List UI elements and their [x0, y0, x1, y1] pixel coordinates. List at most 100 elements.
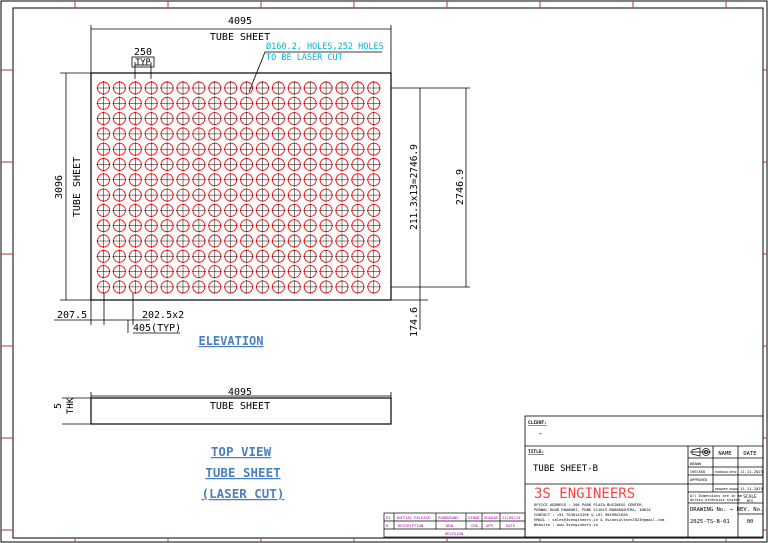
- rev-row-4: SHOAIB: [484, 515, 498, 520]
- tube-hole: [160, 249, 175, 264]
- name-header: NAME: [718, 451, 731, 457]
- tube-hole: [350, 157, 365, 172]
- tube-hole: [350, 203, 365, 218]
- tube-hole: [223, 111, 238, 126]
- tube-hole: [144, 142, 159, 157]
- drawn-label: DRAWN: [690, 462, 701, 466]
- tube-hole: [207, 279, 222, 294]
- tube-hole: [366, 279, 381, 294]
- hole-note-line2: TO BE LASER CUT: [266, 53, 343, 63]
- rev-row-2: PANDURANG: [438, 515, 459, 520]
- tube-hole: [160, 264, 175, 279]
- tube-hole: [207, 203, 222, 218]
- span-dim: 2746.9: [455, 169, 466, 205]
- elevation-part-label-side: TUBE SHEET: [72, 157, 83, 217]
- tube-hole: [223, 234, 238, 248]
- tube-hole: [335, 111, 349, 126]
- tube-hole: [287, 188, 302, 203]
- elevation-part-label-top: TUBE SHEET: [210, 32, 270, 43]
- tube-hole: [366, 218, 381, 233]
- tube-hole: [160, 96, 175, 111]
- rev-footer: REVISION: [445, 531, 464, 536]
- tube-hole: [255, 172, 270, 187]
- tube-hole: [366, 234, 381, 248]
- tube-hole: [350, 172, 365, 187]
- tube-hole: [335, 142, 349, 157]
- tube-hole: [96, 111, 111, 126]
- height-dim: 3096: [54, 175, 65, 199]
- tube-hole: [191, 126, 206, 141]
- tube-hole: [303, 234, 318, 248]
- top-view-width-dim: 4095: [228, 387, 252, 398]
- tube-hole: [223, 172, 238, 187]
- tube-hole: [144, 81, 159, 95]
- tube-hole: [335, 172, 349, 187]
- tube-hole: [191, 264, 206, 279]
- tube-hole: [160, 218, 175, 233]
- tube-hole: [128, 126, 143, 141]
- tube-hole: [128, 96, 143, 111]
- tube-hole: [335, 126, 349, 141]
- tube-hole: [207, 218, 222, 233]
- tube-hole: [255, 111, 270, 126]
- tube-hole: [112, 203, 127, 218]
- tube-hole: [191, 96, 206, 111]
- tube-hole: [287, 279, 302, 294]
- tube-hole: [144, 126, 159, 141]
- address-line-2: PORWAL ROAD DHANORI, PUNE 411015 MAHARAS…: [534, 507, 651, 512]
- tube-hole: [350, 234, 365, 248]
- tube-hole: [112, 234, 127, 248]
- top-view-title-3: (LASER CUT): [202, 486, 285, 501]
- tube-hole: [239, 234, 254, 248]
- rev-head-5: DATE: [506, 523, 516, 528]
- tube-hole: [239, 279, 254, 294]
- pitch-typ-dim: 405(TYP): [133, 323, 181, 334]
- tube-hole: [223, 218, 238, 233]
- tube-hole: [144, 172, 159, 187]
- tube-hole: [287, 172, 302, 187]
- tube-hole: [176, 96, 190, 111]
- tube-hole: [96, 249, 111, 264]
- tube-hole: [128, 264, 143, 279]
- tube-hole: [176, 264, 190, 279]
- tube-hole: [335, 203, 349, 218]
- tube-hole: [207, 264, 222, 279]
- tube-hole: [255, 81, 270, 95]
- title-value: TUBE SHEET-B: [533, 464, 598, 474]
- tube-hole: [271, 218, 286, 233]
- tube-hole: [191, 172, 206, 187]
- tube-hole: [176, 157, 190, 172]
- tube-hole: [287, 111, 302, 126]
- tube-hole: [176, 188, 190, 203]
- tube-hole: [223, 157, 238, 172]
- tube-hole: [112, 249, 127, 264]
- tube-hole: [271, 172, 286, 187]
- tube-hole: [207, 188, 222, 203]
- tube-hole: [287, 81, 302, 95]
- tube-hole: [223, 264, 238, 279]
- tube-hole: [303, 203, 318, 218]
- tube-hole: [144, 218, 159, 233]
- tube-hole: [176, 81, 190, 95]
- tube-hole: [96, 188, 111, 203]
- tube-hole: [223, 203, 238, 218]
- tube-hole: [144, 111, 159, 126]
- tube-hole: [335, 264, 349, 279]
- tube-hole: [96, 264, 111, 279]
- tube-hole: [176, 142, 190, 157]
- tube-hole: [319, 188, 334, 203]
- tube-hole: [239, 126, 254, 141]
- tube-hole: [112, 279, 127, 294]
- tube-hole: [350, 279, 365, 294]
- pitch-span-dim: 211.3x13=2746.9: [409, 144, 420, 230]
- tube-sheet-plate: [90, 72, 392, 301]
- tube-hole: [239, 142, 254, 157]
- top-view-part-label: TUBE SHEET: [210, 401, 270, 412]
- note-line-1: All Dimensions are in mm: [690, 494, 742, 498]
- tube-hole: [223, 249, 238, 264]
- tube-hole: [128, 172, 143, 187]
- tube-hole: [176, 111, 190, 126]
- tube-hole: [255, 264, 270, 279]
